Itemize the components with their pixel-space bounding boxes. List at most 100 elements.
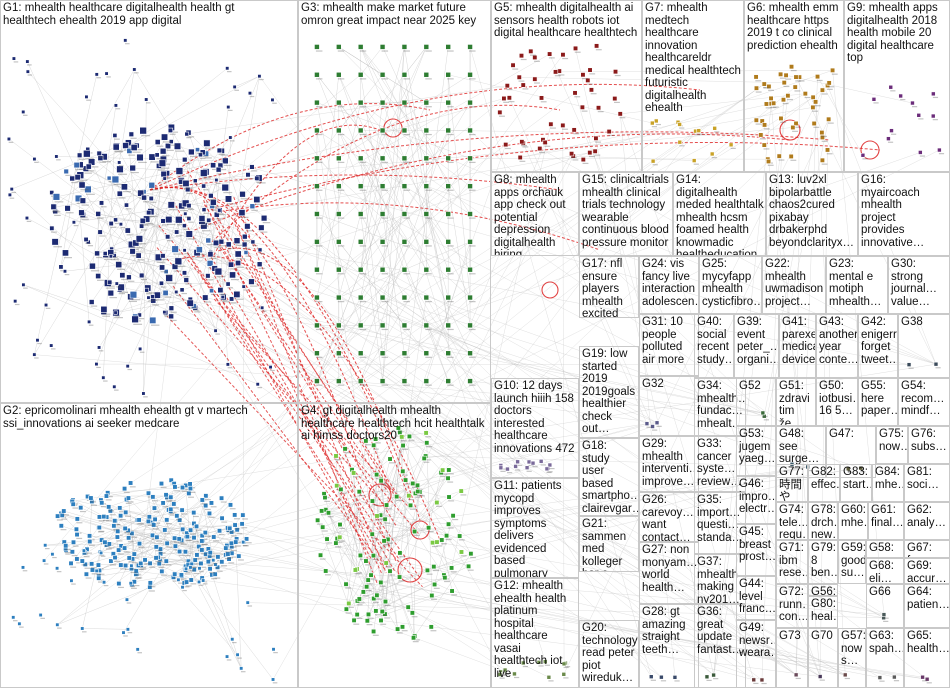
graph-edge	[338, 46, 383, 75]
graph-edge	[179, 83, 764, 521]
node-label-line	[131, 562, 138, 564]
node-label-line	[218, 214, 226, 216]
graph-edge	[382, 297, 765, 417]
node-label-line	[176, 265, 186, 268]
graph-edge	[152, 149, 198, 297]
graph-node	[62, 269, 68, 274]
node-label-line	[189, 491, 196, 493]
node-label-line	[184, 253, 189, 255]
graph-node	[207, 566, 213, 572]
graph-node	[147, 580, 153, 586]
graph-node	[103, 493, 110, 499]
graph-edge	[234, 525, 242, 669]
graph-node	[180, 585, 185, 590]
graph-edge	[106, 516, 183, 530]
graph-node	[160, 133, 169, 141]
graph-node	[232, 84, 237, 89]
node-label-line	[172, 580, 179, 582]
graph-node	[152, 516, 158, 522]
group-box-g11: G11: patients mycopd improves symptoms d…	[491, 478, 579, 578]
node-label-line	[133, 557, 140, 559]
node-label-line	[192, 515, 199, 518]
node-label-line	[161, 155, 170, 157]
graph-node	[181, 270, 188, 276]
node-label-line	[235, 298, 244, 300]
graph-node	[117, 505, 123, 511]
graph-edge	[380, 469, 450, 621]
graph-node	[106, 504, 112, 510]
node-label-line	[183, 207, 193, 210]
graph-node	[115, 261, 123, 269]
node-label-line	[131, 255, 139, 257]
node-label-line	[26, 220, 32, 223]
node-label-line	[164, 314, 169, 317]
graph-node	[130, 144, 138, 151]
group-box-g43: G43: another year conte…	[816, 314, 858, 378]
graph-edge	[210, 254, 530, 463]
graph-edge	[795, 76, 937, 365]
node-label-line	[96, 77, 102, 79]
graph-edge	[360, 46, 427, 187]
graph-node	[98, 200, 105, 206]
node-label-line	[103, 519, 109, 522]
graph-edge	[63, 510, 211, 553]
graph-node	[206, 260, 214, 267]
graph-edge	[96, 219, 169, 254]
group-box-g50: G50: iotbusi… 16 5…	[816, 378, 858, 426]
node-label-line	[215, 218, 223, 220]
node-label-line	[191, 566, 198, 568]
node-label-line	[147, 524, 154, 526]
node-label-line	[228, 562, 235, 564]
graph-node	[201, 578, 206, 583]
graph-edge	[827, 85, 937, 365]
graph-node	[70, 501, 76, 507]
node-label-line	[19, 626, 24, 628]
node-label-line	[127, 280, 135, 282]
graph-node	[177, 548, 183, 555]
group-label: G30: strong journal… value…	[891, 258, 938, 308]
graph-node	[126, 274, 132, 280]
node-label-line	[251, 209, 258, 211]
graph-node	[229, 271, 236, 279]
node-label-line	[131, 299, 141, 301]
node-label-line	[155, 561, 162, 563]
graph-node	[148, 195, 154, 202]
graph-node	[136, 541, 143, 547]
group-label: G51: zdravi tim že…	[779, 380, 810, 426]
group-label: G21: sammen med kolleger har e…	[582, 518, 627, 571]
group-box-g5: G5: mhealth digitalhealth ai sensors hea…	[491, 0, 642, 172]
graph-node	[178, 572, 184, 578]
node-label-line	[22, 570, 28, 572]
graph-node	[49, 225, 55, 231]
graph-node	[167, 127, 174, 133]
group-label: G18: study user based smartpho… clairevg…	[582, 440, 639, 515]
node-label-line	[221, 301, 230, 303]
graph-node	[99, 500, 105, 506]
graph-node	[198, 560, 204, 566]
node-label-line	[63, 514, 69, 516]
graph-edge	[316, 74, 340, 270]
node-label-line	[23, 287, 28, 289]
graph-edge	[555, 70, 833, 73]
graph-node	[97, 229, 103, 235]
graph-node	[192, 557, 198, 563]
group-label: G70	[811, 630, 833, 642]
node-label-line	[193, 572, 200, 575]
node-label-line	[102, 313, 111, 315]
group-box-g32: G32	[639, 376, 699, 436]
node-label-line	[215, 333, 220, 335]
node-label-line	[96, 256, 103, 259]
graph-node	[184, 534, 190, 540]
bridge-edge	[172, 285, 386, 571]
graph-edge	[208, 152, 590, 221]
node-label-line	[167, 282, 177, 284]
node-label-line	[116, 540, 123, 542]
group-label: G17: nfl ensure players mhealth excited …	[582, 258, 623, 318]
graph-node	[164, 540, 170, 546]
node-label-line	[229, 531, 235, 533]
bridge-edge	[210, 141, 881, 211]
graph-node	[132, 67, 137, 72]
node-label-line	[109, 296, 117, 299]
graph-node	[139, 223, 145, 229]
graph-edge	[134, 485, 186, 555]
